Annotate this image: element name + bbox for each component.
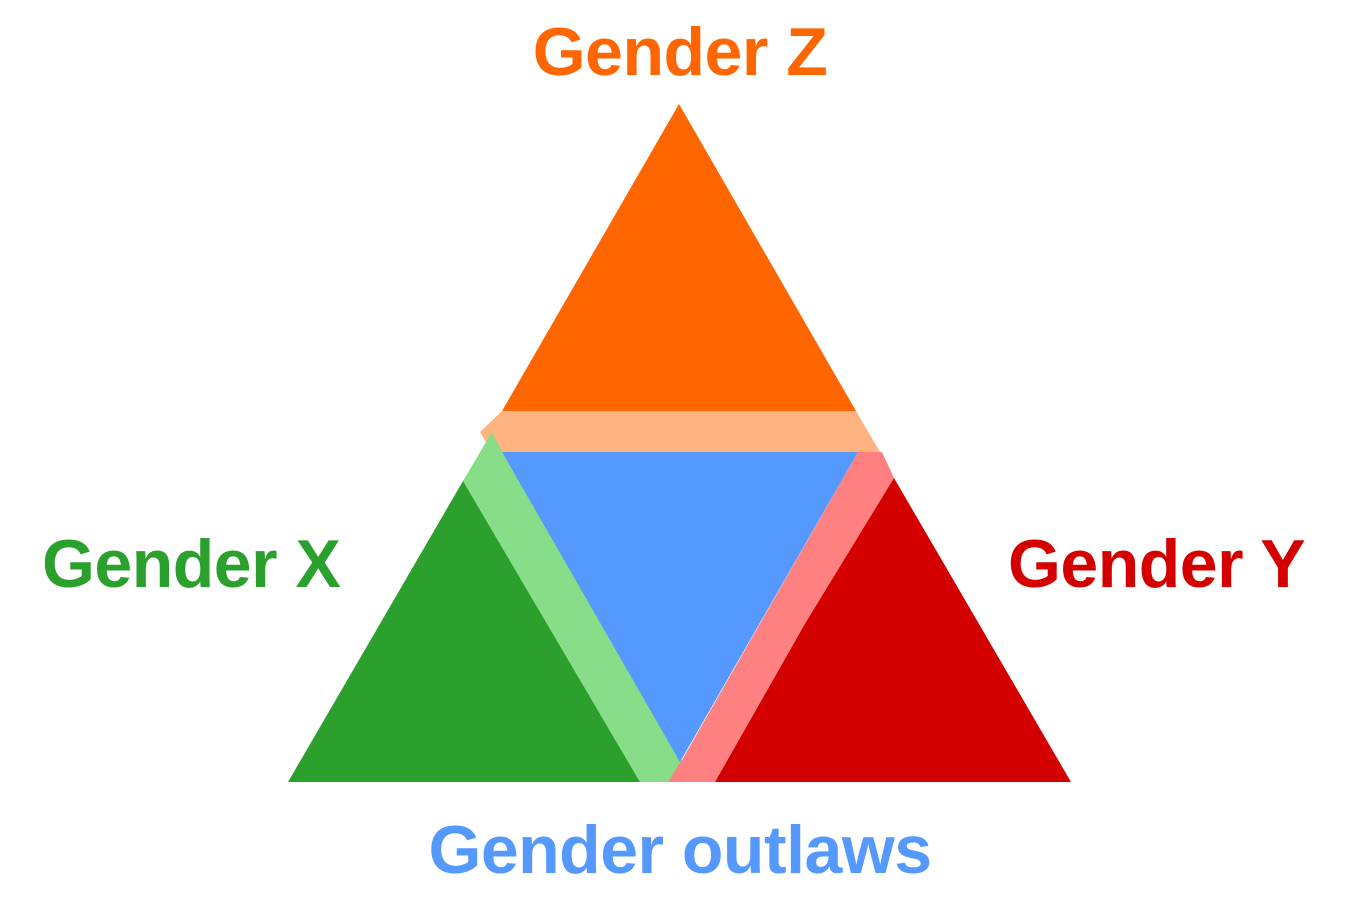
band-gender-z (480, 411, 880, 452)
label-gender-z: Gender Z (532, 14, 828, 90)
region-gender-y (715, 478, 1071, 782)
label-gender-y: Gender Y (1008, 526, 1306, 602)
band-gender-y (668, 452, 894, 782)
region-gender-z (502, 104, 856, 411)
label-gender-x: Gender X (42, 526, 341, 602)
region-gender-outlaws (502, 452, 858, 762)
band-gender-x (463, 432, 682, 782)
region-gender-x (288, 481, 640, 782)
label-gender-outlaws: Gender outlaws (428, 812, 932, 888)
